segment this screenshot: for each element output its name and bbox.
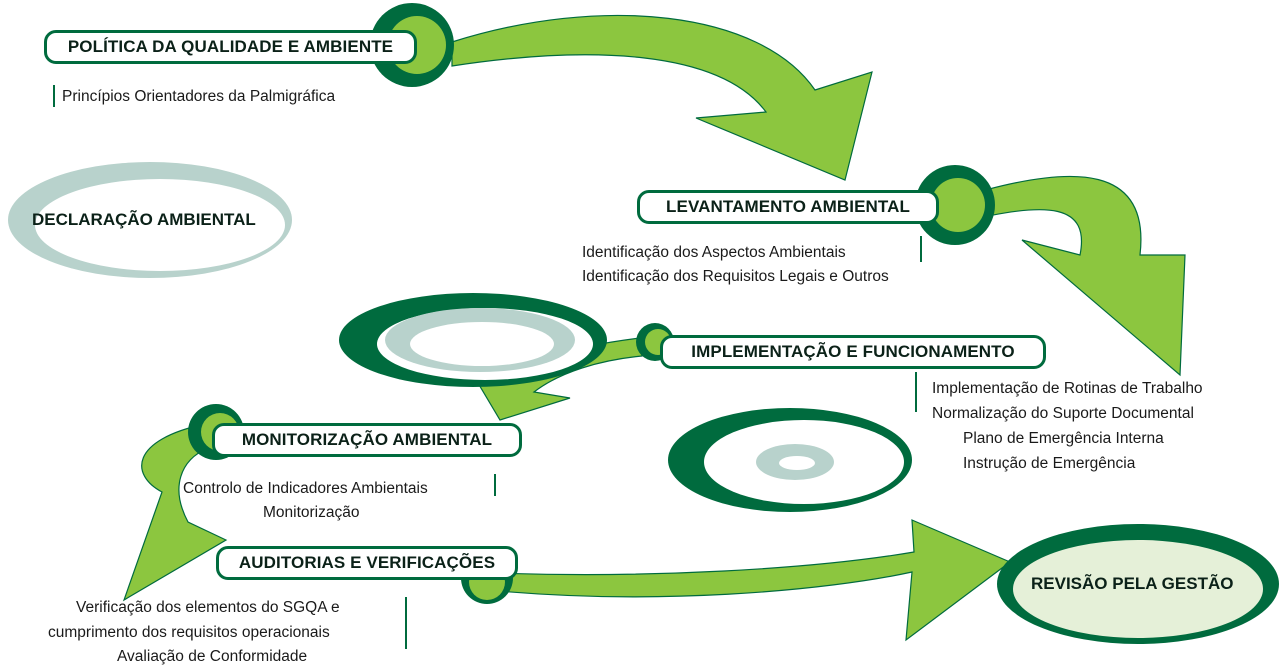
- stage-auditorias-title: AUDITORIAS E VERIFICAÇÕES: [216, 546, 518, 580]
- ring-left-decoration: [339, 293, 607, 387]
- stage-levantamento-item-0: Identificação dos Aspectos Ambientais: [582, 244, 846, 261]
- stage-auditorias-item-0: Verificação dos elementos do SGQA e: [76, 599, 340, 616]
- declaracao-ambiental-label: DECLARAÇÃO AMBIENTAL: [32, 210, 256, 229]
- stage-levantamento-item-1: Identificação dos Requisitos Legais e Ou…: [582, 268, 889, 285]
- stage-levantamento-title: LEVANTAMENTO AMBIENTAL: [637, 190, 939, 224]
- ring-right-decoration: [668, 408, 912, 512]
- stage-monitorizacao-title: MONITORIZAÇÃO AMBIENTAL: [212, 423, 522, 457]
- stage-monitorizacao-item-1: Monitorização: [263, 504, 360, 521]
- stage-implementacao-item-1: Normalização do Suporte Documental: [932, 405, 1194, 422]
- stage-politica-item-0: Princípios Orientadores da Palmigráfica: [62, 88, 336, 105]
- arrow-auditorias-to-revisao: [467, 519, 1012, 642]
- bar-politica: [53, 85, 55, 107]
- stage-politica-title: POLÍTICA DA QUALIDADE E AMBIENTE: [44, 30, 417, 64]
- stage-implementacao-item-2: Plano de Emergência Interna: [963, 430, 1164, 447]
- stage-auditorias-item-2: Avaliação de Conformidade: [117, 648, 308, 665]
- arrow-politica-to-levantamento: [451, 14, 873, 181]
- stage-implementacao-title: IMPLEMENTAÇÃO E FUNCIONAMENTO: [660, 335, 1046, 369]
- bar-monitorizacao: [494, 474, 496, 496]
- oval-revisao: [997, 524, 1279, 644]
- arrow-levantamento-to-implementacao: [957, 175, 1186, 377]
- arrow-monitorizacao-to-auditorias: [122, 423, 228, 602]
- disc-levantamento: [915, 165, 995, 245]
- stage-implementacao-item-3: Instrução de Emergência: [963, 455, 1136, 472]
- bar-levantamento: [920, 236, 922, 262]
- bar-auditorias: [405, 597, 407, 649]
- stage-implementacao-item-0: Implementação de Rotinas de Trabalho: [932, 380, 1203, 397]
- oval-declaracao: [8, 162, 292, 278]
- revisao-pela-gestao-label: REVISÃO PELA GESTÃO: [1031, 574, 1234, 593]
- bar-implementacao: [915, 372, 917, 412]
- stage-monitorizacao-item-0: Controlo de Indicadores Ambientais: [183, 480, 428, 497]
- stage-auditorias-item-1: cumprimento dos requisitos operacionais: [48, 624, 330, 641]
